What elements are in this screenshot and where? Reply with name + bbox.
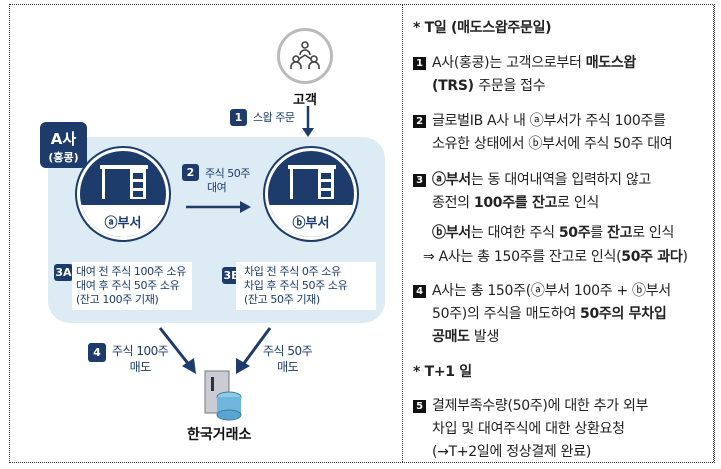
step2-line1: 주식 50주	[205, 167, 250, 180]
step4-left-label: 주식 100주 매도	[112, 343, 169, 375]
item3-dept-b: ⓑ부서	[432, 225, 471, 241]
step3a-box: 대여 전 주식 100주 소유 대여 후 주식 50주 소유 (잔고 100주 …	[72, 262, 192, 310]
item1-bold: 매도스왑	[585, 55, 637, 71]
item4-number: 4	[413, 285, 426, 298]
t: 로 인식	[557, 195, 599, 211]
step4-right-line1: 주식 50주	[263, 344, 313, 358]
item5-number: 5	[413, 400, 426, 413]
company-sub: (홍콩)	[48, 151, 79, 164]
t: 결제부족수량(50주)에 대한 추가 외부	[432, 398, 649, 414]
item3-line4: ⇒ A사는 총 150주를 잔고로 인식(50주 과다)	[423, 246, 688, 266]
step3b-line2: 차입 후 주식 50주 소유	[244, 279, 348, 292]
item1-trs: (TRS)	[432, 78, 479, 94]
item2-text1: 글로벌IB A사 내 ⓐ부서가 주식 100주를	[432, 113, 666, 129]
t-day-header: * T일 (매도스왑주문일)	[413, 20, 552, 36]
exchange-server-icon	[204, 370, 242, 421]
exchange-label: 한국거래소	[187, 427, 252, 443]
step3b-line1: 차입 전 주식 0주 소유	[244, 265, 341, 278]
item3-number: 3	[413, 174, 426, 187]
t: 는 대여한 주식	[470, 225, 559, 241]
t: 잔고	[607, 225, 633, 241]
t: A사는 총 150주(ⓐ부서 100주 + ⓑ부서	[432, 283, 671, 299]
step2-line2: 대여	[207, 181, 227, 194]
item5-line3: (→T+2일에 정상결제 완료)	[432, 444, 591, 460]
item3-dept-a: ⓐ부서	[432, 172, 471, 188]
step2-label: 주식 50주 대여	[205, 167, 250, 195]
arrow-right-icon	[186, 201, 251, 213]
item5-line1: 5 결제부족수량(50주)에 대한 추가 외부	[413, 395, 648, 415]
step3a-line2: 대여 후 주식 50주 소유	[76, 279, 180, 292]
item3-bold: 100주를 잔고	[473, 195, 558, 211]
item3-line2: 종전의 100주를 잔고로 인식	[432, 192, 599, 212]
t: 종전의	[432, 195, 474, 211]
step3b-line3: (잔고 50주 기재)	[244, 293, 320, 306]
step3b-box: 차입 전 주식 0주 소유 차입 후 주식 50주 소유 (잔고 50주 기재)	[236, 262, 376, 310]
customer-label: 고객	[293, 93, 317, 108]
step4-left-line2: 매도	[129, 360, 152, 374]
step3a-badge: 3A	[54, 264, 73, 281]
dept-a-label: ⓐ부서	[80, 205, 166, 237]
item1-line2: (TRS) 주문을 접수	[432, 75, 546, 95]
item2-number: 2	[413, 115, 426, 128]
item2-line1: 2 글로벌IB A사 내 ⓐ부서가 주식 100주를	[413, 110, 666, 130]
item3-line3: ⓑ부서는 대여한 주식 50주를 잔고로 인식	[432, 222, 674, 242]
step3a-line1: 대여 전 주식 100주 소유	[76, 265, 186, 278]
dept-b-label: ⓑ부서	[268, 205, 354, 237]
customer-icon	[277, 28, 333, 84]
item3-excess: 50주 과다	[621, 249, 683, 265]
item3-line1: 3 ⓐ부서는 동 대여내역을 입력하지 않고	[413, 169, 651, 189]
desk-icon	[100, 165, 148, 199]
step1-label: 스왑 주문	[253, 111, 295, 124]
sell-arrows-icon	[158, 327, 272, 374]
company-badge: A사 (홍콩)	[40, 122, 87, 168]
dept-b-circle: ⓑ부서	[265, 148, 357, 240]
step4-right-line2: 매도	[277, 360, 299, 374]
t: )	[682, 249, 688, 265]
arrow-down-icon	[302, 106, 314, 137]
item1-text2: 주문을 접수	[478, 78, 546, 94]
t: 50주	[558, 225, 591, 241]
item1-text: A사(홍콩)는 고객으로부터	[432, 55, 586, 71]
desk-icon	[288, 165, 336, 199]
t1-day-header: * T+1 일	[413, 364, 472, 380]
item5-line2: 차입 및 대여주식에 대한 상환요청	[432, 421, 625, 437]
dept-a-circle: ⓐ부서	[77, 148, 169, 240]
step4-badge: 4	[88, 343, 106, 362]
item4-line3: 공매도 발생	[432, 326, 499, 346]
item2-line2: 소유한 상태에서 ⓑ부서에 주식 50주 대여	[432, 136, 673, 152]
step4-right-label: 주식 50주 매도	[263, 343, 313, 375]
t: ⇒ A사는 총 150주를 잔고로 인식(	[423, 249, 622, 265]
item3-text1: 는 동 대여내역을 입력하지 않고	[470, 172, 652, 188]
outer-border	[9, 4, 715, 463]
t: 를	[590, 225, 608, 241]
t: 발생	[469, 329, 500, 345]
item4-line1: 4 A사는 총 150주(ⓐ부서 100주 + ⓑ부서	[413, 280, 671, 300]
item1-line1: 1 A사(홍콩)는 고객으로부터 매도스왑	[413, 52, 636, 72]
item4-bold: 50주의 무차입	[580, 306, 667, 322]
step2-badge: 2	[182, 164, 199, 181]
step1-badge: 1	[230, 109, 247, 126]
step3a-line3: (잔고 100주 기재)	[76, 293, 159, 306]
step4-left-line1: 주식 100주	[112, 344, 169, 358]
explanation-panel: * T일 (매도스왑주문일) 1 A사(홍콩)는 고객으로부터 매도스왑 (TRS…	[402, 5, 714, 462]
t: 로 인식	[632, 225, 675, 241]
item4-short-sale: 공매도	[432, 329, 470, 345]
item1-number: 1	[413, 57, 426, 70]
t: 50주)의 주식을 매도하여	[432, 306, 581, 322]
company-label: A사	[50, 130, 77, 148]
item4-line2: 50주)의 주식을 매도하여 50주의 무차입	[432, 303, 667, 323]
